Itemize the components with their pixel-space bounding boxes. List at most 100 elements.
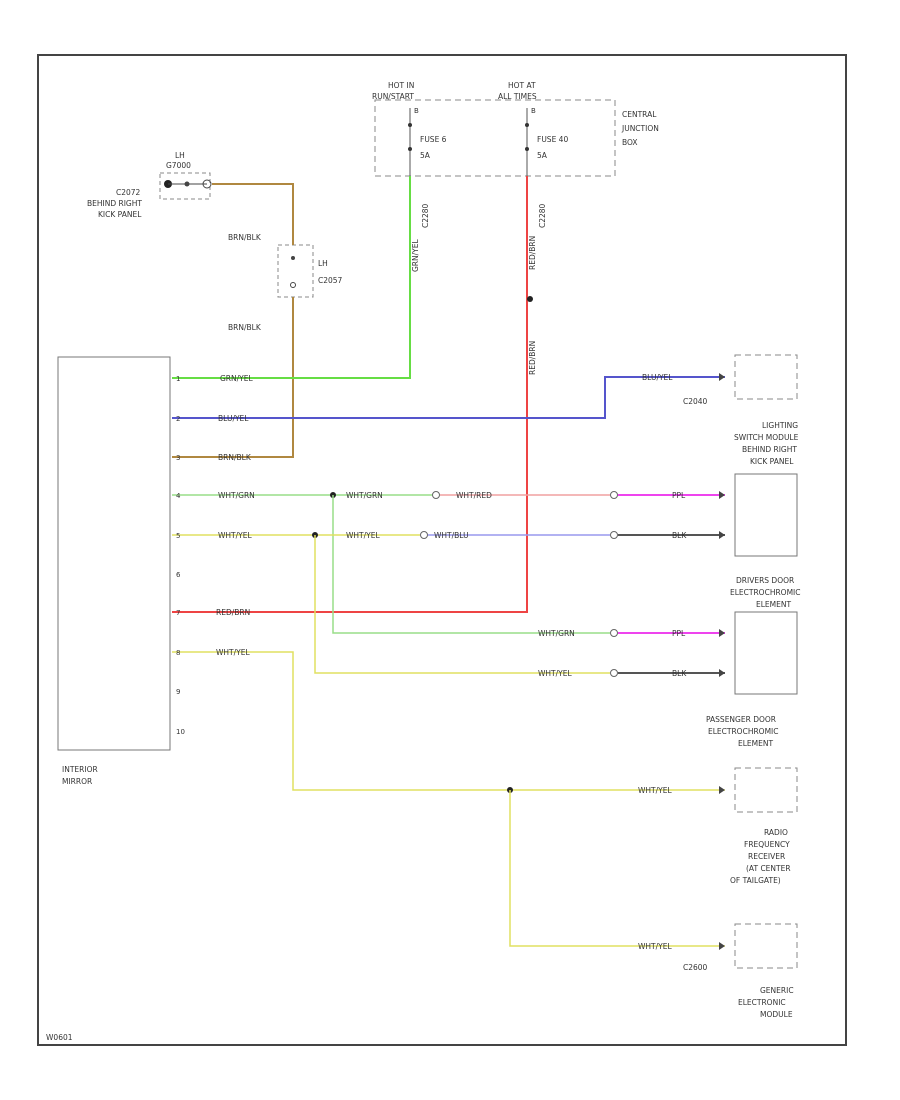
passenger-label-3: ELEMENT — [738, 739, 773, 748]
wire-label: BLU/YEL — [218, 414, 249, 423]
hot-in-label-2: RUN/START — [372, 92, 414, 101]
drivers-label-2: ELECTROCHROMIC — [730, 588, 801, 597]
arrow-head — [719, 373, 725, 381]
drivers-label-3: ELEMENT — [756, 600, 791, 609]
arrow-head — [719, 491, 725, 499]
fuse-right-pin: B — [531, 107, 536, 115]
wire-label: RED/BRN — [216, 608, 250, 617]
fuse-left-terminal-bottom — [408, 147, 412, 151]
c2600-connector — [734, 923, 798, 969]
cjb-label-3: BOX — [622, 138, 638, 147]
rf-label-2: FREQUENCY — [744, 840, 790, 849]
fuse-right-terminal-bottom — [525, 147, 529, 151]
conn-right-label: C2280 — [538, 203, 547, 228]
inline-connector — [610, 629, 618, 637]
passenger-label-1: PASSENGER DOOR — [706, 715, 776, 724]
rf-label-4: (AT CENTER — [746, 864, 791, 873]
wire-red-brn-v2-label: RED/BRN — [528, 341, 537, 375]
wire-label: GRN/YEL — [220, 374, 253, 383]
wire-label: WHT/BLU — [434, 531, 469, 540]
inline-connector — [432, 491, 440, 499]
mirror-pin: 6 — [176, 571, 181, 579]
fuse-right-label: FUSE 40 — [537, 135, 568, 144]
cjb-label-1: CENTRAL — [622, 110, 657, 119]
splice-label-2: C2057 — [318, 276, 343, 285]
gem-label-3: MODULE — [760, 1010, 793, 1019]
wire-brn-blk-2 — [172, 297, 294, 458]
wire-wht-grn-branch — [332, 495, 610, 634]
ground-label-2: G7000 — [166, 161, 191, 170]
wire-wht-yel-branch — [314, 535, 610, 674]
inline-connector — [420, 531, 428, 539]
lighting-label-1: LIGHTING — [762, 421, 798, 430]
arrow-head — [719, 531, 725, 539]
arrow-head — [719, 669, 725, 677]
wire-label: BLK — [672, 669, 687, 678]
hot-in-label-1: HOT IN — [388, 81, 414, 90]
ground-side-3: KICK PANEL — [98, 210, 142, 219]
wire-label: BRN/BLK — [218, 453, 252, 462]
wire-label: WHT/GRN — [218, 491, 255, 500]
wire-label: WHT/GRN — [346, 491, 383, 500]
c2040-connector — [734, 354, 798, 400]
ground-side-2: BEHIND RIGHT — [87, 199, 142, 208]
fuse-left-amp: 5A — [420, 151, 431, 160]
arrow-head — [719, 786, 725, 794]
wire-grn-yel — [172, 176, 411, 379]
rf-receiver-connector — [734, 767, 798, 813]
passenger-label-2: ELECTROCHROMIC — [708, 727, 779, 736]
diagram-frame — [37, 54, 847, 1046]
wire-label: PPL — [672, 491, 686, 500]
wire-label: BLU/YEL — [642, 373, 673, 382]
arrow-head — [719, 942, 725, 950]
wire-label: WHT/YEL — [218, 531, 252, 540]
fuse-left-terminal-top — [408, 123, 412, 127]
red-wire-junction — [527, 296, 533, 302]
c2040-label: C2040 — [683, 397, 708, 406]
wire-label: WHT/YEL — [638, 942, 672, 951]
ground-label-1: LH — [175, 151, 185, 160]
wire-label: WHT/YEL — [538, 669, 572, 678]
gem-label-2: ELECTRONIC — [738, 998, 786, 1007]
fuse-left-pin: B — [414, 107, 419, 115]
mirror-name-2: MIRROR — [62, 777, 92, 786]
ground-side-1: C2072 — [116, 188, 141, 197]
footer-code: W0601 — [46, 1033, 73, 1042]
interior-mirror-module: 1 2 3 4 5 6 7 8 9 10 INTERIOR MIRROR — [57, 356, 185, 786]
wire-grn-yel-vertical-label: GRN/YEL — [411, 239, 420, 272]
rf-label-1: RADIO — [764, 828, 788, 837]
wire-red-brn-v1-label: RED/BRN — [528, 236, 537, 270]
fuse-left-label: FUSE 6 — [420, 135, 447, 144]
wire-red-brn — [172, 176, 528, 613]
wire-label: WHT/YEL — [346, 531, 380, 540]
wire-label: WHT/RED — [456, 491, 492, 500]
cjb-label-2: JUNCTION — [621, 124, 659, 133]
fuse-right-amp: 5A — [537, 151, 548, 160]
ground-connector: LH G7000 C2072 BEHIND RIGHT KICK PANEL — [87, 151, 212, 219]
inline-connector — [610, 531, 618, 539]
mirror-pin: 10 — [176, 728, 185, 736]
hot-at-label-2: ALL TIMES — [498, 92, 537, 101]
drivers-door-element — [734, 473, 798, 557]
inline-connector — [610, 491, 618, 499]
mirror-pin: 9 — [176, 688, 180, 696]
wire-label: BLK — [672, 531, 687, 540]
inline-connector — [610, 669, 618, 677]
fuse-right-terminal-top — [525, 123, 529, 127]
central-junction-box: HOT IN RUN/START HOT AT ALL TIMES CENTRA… — [372, 81, 659, 177]
conn-left-label: C2280 — [421, 203, 430, 228]
arrow-head — [719, 629, 725, 637]
wire-wht-yel-gem — [509, 790, 725, 947]
splice-connector: LH C2057 BRN/BLK BRN/BLK — [228, 233, 343, 332]
splice-label-1: LH — [318, 259, 328, 268]
mirror-pin: 2 — [176, 415, 180, 423]
wire-label: WHT/YEL — [638, 786, 672, 795]
lighting-label-4: KICK PANEL — [750, 457, 794, 466]
wire-brn-blk — [212, 183, 294, 245]
wire-label: WHT/YEL — [216, 648, 250, 657]
mirror-name-1: INTERIOR — [62, 765, 98, 774]
gem-label-1: GENERIC — [760, 986, 794, 995]
wire-label: PPL — [672, 629, 686, 638]
mirror-pin: 7 — [176, 609, 180, 617]
